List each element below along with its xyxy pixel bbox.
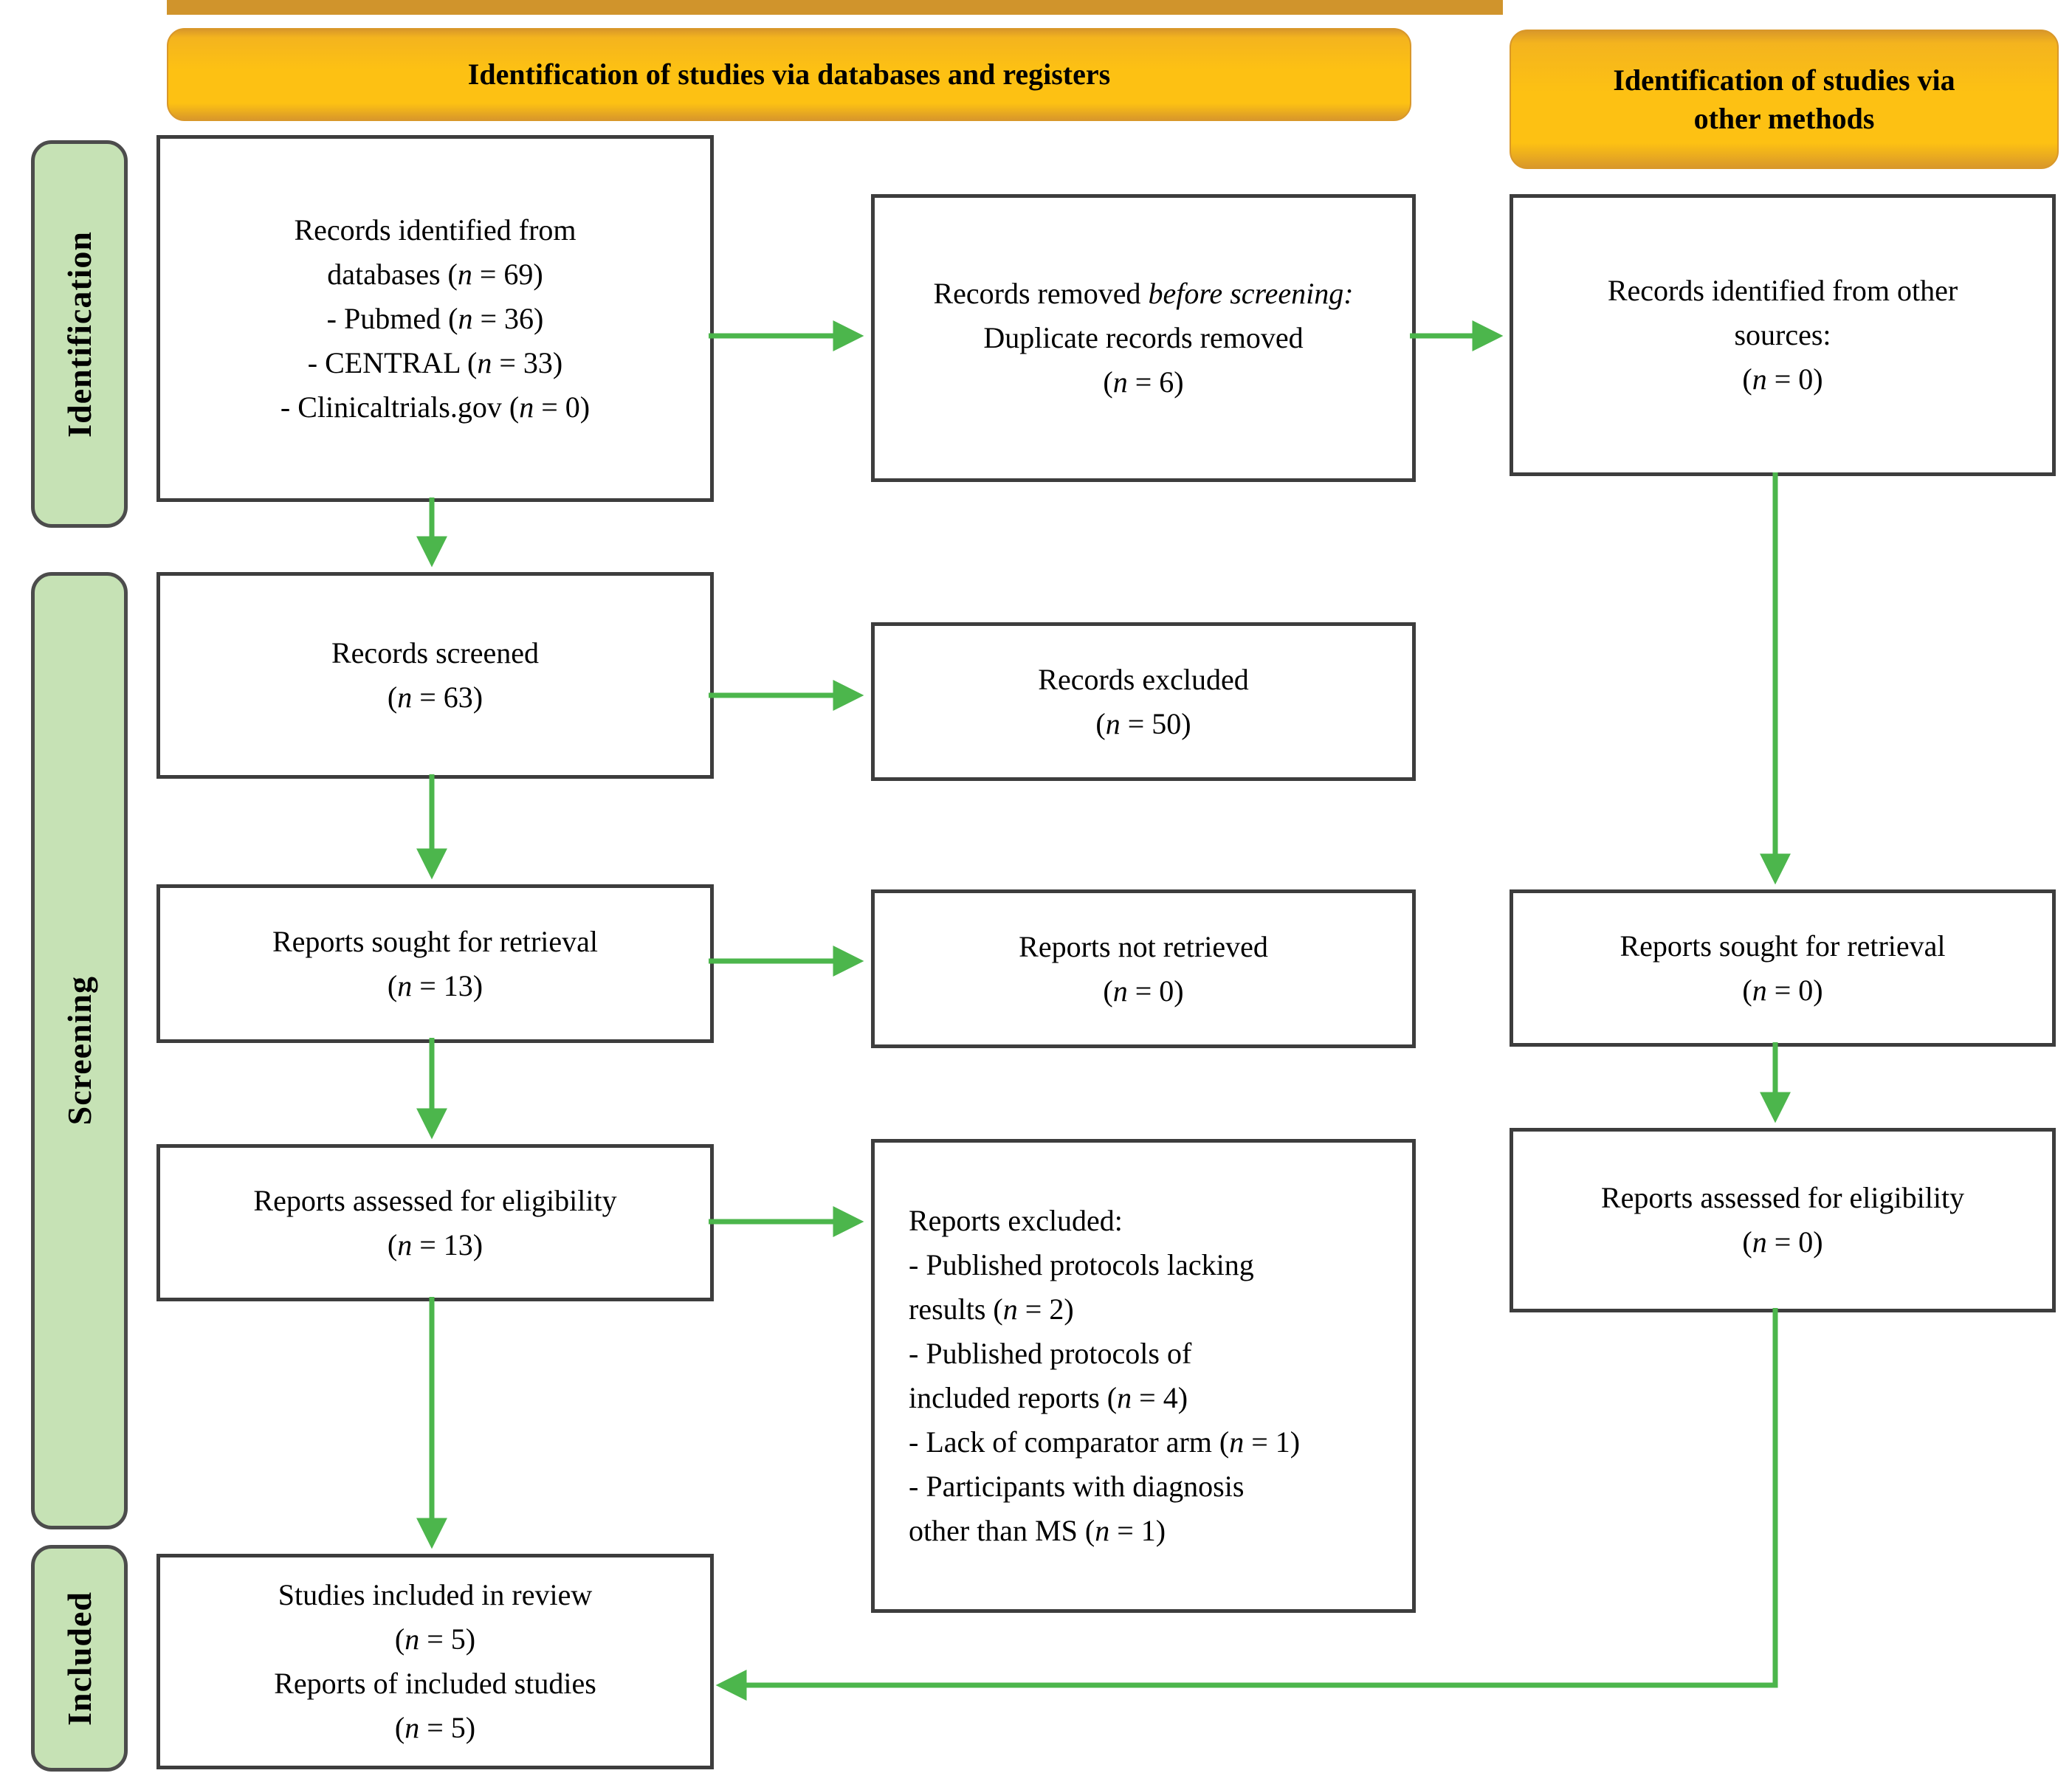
reports-not-retrieved-text: Reports not retrieved(n = 0)	[1019, 929, 1268, 1008]
banner-databases-registers: Identification of studies via databases …	[167, 28, 1411, 121]
studies-included-text: Studies included in review(n = 5)Reports…	[274, 1578, 596, 1744]
reports-assessed-other-text: Reports assessed for eligibility(n = 0)	[1600, 1181, 1965, 1259]
records-screened-text: Records screened(n = 63)	[331, 636, 539, 714]
stage-label-screening: Screening	[31, 572, 128, 1529]
records-removed-before-screening-box: Records removed before screening:Duplica…	[871, 194, 1416, 482]
records-removed-before-screening-text: Records removed before screening:Duplica…	[933, 277, 1354, 399]
reports-sought-text: Reports sought for retrieval(n = 13)	[272, 924, 598, 1002]
top-banner-strip	[167, 0, 1503, 15]
stage-label-included-text: Included	[61, 1591, 98, 1726]
reports-excluded-reasons-text: Reports excluded:- Published protocols l…	[909, 1204, 1301, 1547]
reports-sought-other-text: Reports sought for retrieval(n = 0)	[1620, 929, 1946, 1007]
reports-assessed-box: Reports assessed for eligibility(n = 13)	[156, 1144, 714, 1301]
stage-label-included: Included	[31, 1545, 128, 1772]
studies-included-box: Studies included in review(n = 5)Reports…	[156, 1554, 714, 1769]
reports-assessed-other-box: Reports assessed for eligibility(n = 0)	[1510, 1128, 2056, 1312]
stage-label-identification: Identification	[31, 140, 128, 528]
stage-label-identification-text: Identification	[61, 230, 98, 438]
reports-sought-other-box: Reports sought for retrieval(n = 0)	[1510, 889, 2056, 1047]
banner-databases-registers-label: Identification of studies via databases …	[467, 58, 1111, 91]
reports-assessed-text: Reports assessed for eligibility(n = 13)	[253, 1183, 617, 1261]
reports-sought-box: Reports sought for retrieval(n = 13)	[156, 884, 714, 1043]
records-excluded-box: Records excluded(n = 50)	[871, 622, 1416, 781]
records-excluded-text: Records excluded(n = 50)	[1038, 662, 1249, 740]
records-screened-box: Records screened(n = 63)	[156, 572, 714, 779]
reports-not-retrieved-box: Reports not retrieved(n = 0)	[871, 889, 1416, 1048]
reports-excluded-reasons-box: Reports excluded:- Published protocols l…	[871, 1139, 1416, 1613]
stage-label-screening-text: Screening	[61, 976, 98, 1126]
